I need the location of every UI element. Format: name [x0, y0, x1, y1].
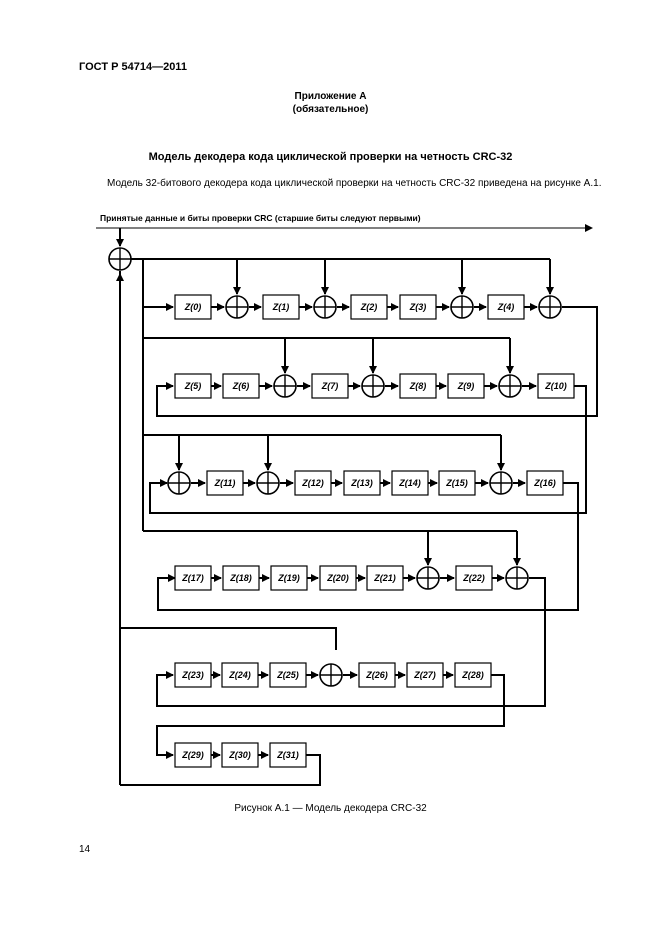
signal-line: [120, 754, 321, 786]
register-z12: Z(12): [294, 470, 332, 496]
register-z18: Z(18): [222, 565, 260, 591]
register-z30: Z(30): [221, 742, 259, 768]
register-label: Z(21): [373, 573, 396, 583]
register-z11: Z(11): [206, 470, 244, 496]
register-label: Z(17): [181, 573, 204, 583]
register-label: Z(10): [544, 381, 567, 391]
xor-adder: [319, 663, 343, 687]
appendix-title: Приложение А: [294, 91, 367, 102]
register-label: Z(15): [445, 478, 468, 488]
register-label: Z(28): [461, 670, 484, 680]
register-label: Z(20): [326, 573, 349, 583]
register-z14: Z(14): [391, 470, 429, 496]
intro-paragraph: Модель 32-битового декодера кода цикличе…: [107, 178, 602, 189]
register-label: Z(29): [181, 750, 204, 760]
xor-adder: [505, 566, 529, 590]
register-z20: Z(20): [319, 565, 357, 591]
xor-adder: [313, 295, 337, 319]
page-number: 14: [79, 844, 91, 855]
register-z21: Z(21): [366, 565, 404, 591]
register-z28: Z(28): [454, 662, 492, 688]
register-z0: Z(0): [174, 294, 212, 320]
section-title: Модель декодера кода циклической проверк…: [148, 151, 513, 163]
register-label: Z(4): [497, 302, 515, 312]
xor-adder: [489, 471, 513, 495]
xor-adder: [498, 374, 522, 398]
signal-line: [156, 306, 598, 417]
register-z22: Z(22): [455, 565, 493, 591]
xor-adder: [108, 247, 132, 271]
register-z29: Z(29): [174, 742, 212, 768]
xor-adder: [361, 374, 385, 398]
signal-line: [149, 385, 587, 514]
xor-adder: [273, 374, 297, 398]
register-z27: Z(27): [406, 662, 444, 688]
register-z9: Z(9): [447, 373, 485, 399]
register-label: Z(11): [214, 478, 236, 488]
register-label: Z(14): [398, 478, 421, 488]
register-z25: Z(25): [269, 662, 307, 688]
xor-adder: [450, 295, 474, 319]
register-label: Z(31): [276, 750, 299, 760]
register-z16: Z(16): [526, 470, 564, 496]
input-label: Принятые данные и биты проверки CRC (ста…: [100, 213, 421, 223]
register-z31: Z(31): [269, 742, 307, 768]
register-z5: Z(5): [174, 373, 212, 399]
register-z10: Z(10): [537, 373, 575, 399]
register-label: Z(23): [181, 670, 204, 680]
register-z19: Z(19): [270, 565, 308, 591]
register-label: Z(18): [229, 573, 252, 583]
register-label: Z(27): [413, 670, 436, 680]
register-label: Z(13): [350, 478, 373, 488]
register-z23: Z(23): [174, 662, 212, 688]
register-label: Z(25): [276, 670, 299, 680]
register-z2: Z(2): [350, 294, 388, 320]
register-label: Z(6): [232, 381, 250, 391]
xor-adder: [538, 295, 562, 319]
register-label: Z(7): [321, 381, 339, 391]
register-z1: Z(1): [262, 294, 300, 320]
register-label: Z(26): [365, 670, 388, 680]
signal-line: [157, 482, 579, 611]
signal-line: [119, 271, 337, 650]
standard-header: ГОСТ Р 54714—2011: [79, 61, 187, 73]
register-z4: Z(4): [487, 294, 525, 320]
register-z8: Z(8): [399, 373, 437, 399]
register-label: Z(3): [409, 302, 427, 312]
register-label: Z(2): [360, 302, 378, 312]
register-label: Z(12): [301, 478, 324, 488]
signal-line: [156, 674, 505, 759]
register-label: Z(16): [533, 478, 556, 488]
register-z3: Z(3): [399, 294, 437, 320]
xor-adder: [416, 566, 440, 590]
signal-line: [156, 577, 546, 707]
register-label: Z(9): [457, 381, 475, 391]
register-z24: Z(24): [221, 662, 259, 688]
register-label: Z(22): [462, 573, 485, 583]
figure-caption: Рисунок А.1 — Модель декодера CRC-32: [234, 803, 427, 814]
register-label: Z(0): [184, 302, 202, 312]
register-label: Z(5): [184, 381, 202, 391]
register-label: Z(8): [409, 381, 427, 391]
register-z13: Z(13): [343, 470, 381, 496]
register-label: Z(19): [277, 573, 300, 583]
register-z17: Z(17): [174, 565, 212, 591]
register-label: Z(1): [272, 302, 290, 312]
register-z6: Z(6): [222, 373, 260, 399]
register-label: Z(30): [228, 750, 251, 760]
signal-line: [142, 259, 174, 311]
xor-adder: [256, 471, 280, 495]
appendix-subtitle: (обязательное): [292, 104, 369, 115]
register-z15: Z(15): [438, 470, 476, 496]
xor-adder: [167, 471, 191, 495]
xor-adder: [225, 295, 249, 319]
register-z7: Z(7): [311, 373, 349, 399]
register-label: Z(24): [228, 670, 251, 680]
register-z26: Z(26): [358, 662, 396, 688]
